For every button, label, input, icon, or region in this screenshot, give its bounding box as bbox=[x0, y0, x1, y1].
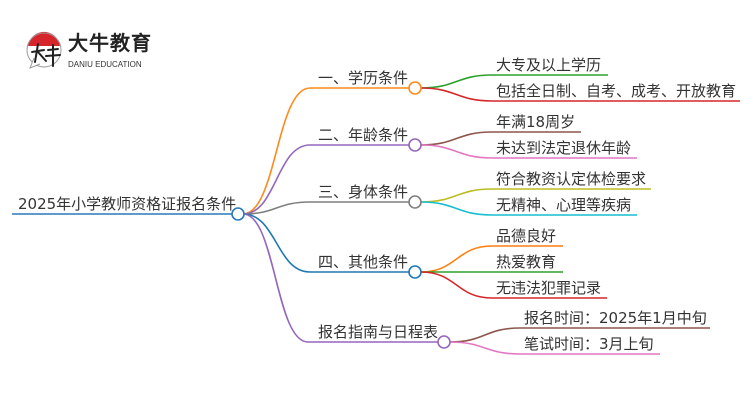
branch-connector bbox=[242, 144, 311, 215]
logo bbox=[22, 28, 66, 76]
root-node-toggle[interactable] bbox=[231, 207, 245, 221]
leaf-label[interactable]: 大专及以上学历 bbox=[496, 56, 602, 74]
root-node-label[interactable]: 2025年小学教师资格证报名条件 bbox=[18, 195, 237, 213]
leaf-connector bbox=[420, 74, 493, 89]
leaf-label[interactable]: 包括全日制、自考、成考、开放教育 bbox=[496, 82, 737, 100]
leaf-label[interactable]: 无违法犯罪记录 bbox=[496, 279, 602, 297]
branch-label[interactable]: 二、年龄条件 bbox=[318, 126, 409, 144]
leaf-label[interactable]: 未达到法定退休年龄 bbox=[496, 139, 632, 157]
leaf-label[interactable]: 品德良好 bbox=[496, 227, 557, 245]
logo-subtitle: DANIU EDUCATION bbox=[68, 60, 142, 69]
leaf-connector bbox=[420, 245, 493, 273]
branch-label[interactable]: 一、学历条件 bbox=[318, 69, 409, 87]
leaf-connector bbox=[420, 131, 493, 146]
branch-connector bbox=[242, 87, 311, 215]
branch-label[interactable]: 四、其他条件 bbox=[318, 253, 409, 271]
branch-connector bbox=[242, 201, 311, 215]
branch-node-toggle[interactable] bbox=[408, 81, 422, 95]
logo-icon bbox=[26, 31, 62, 69]
leaf-connector bbox=[449, 341, 521, 355]
leaf-label[interactable]: 符合教资认定体检要求 bbox=[496, 170, 647, 188]
leaf-label[interactable]: 无精神、心理等疾病 bbox=[496, 196, 632, 214]
leaf-label[interactable]: 年满18周岁 bbox=[496, 113, 576, 131]
leaf-label[interactable]: 热爱教育 bbox=[496, 253, 557, 271]
branch-label[interactable]: 报名指南与日程表 bbox=[318, 323, 439, 341]
leaf-connector bbox=[420, 188, 493, 203]
leaf-connector bbox=[420, 144, 493, 159]
branch-node-toggle[interactable] bbox=[408, 195, 422, 209]
branch-node-toggle[interactable] bbox=[408, 138, 422, 152]
branch-node-toggle[interactable] bbox=[437, 335, 451, 349]
logo-name: 大牛教育 bbox=[68, 31, 152, 55]
branch-node-toggle[interactable] bbox=[408, 265, 422, 279]
leaf-label[interactable]: 笔试时间：3月上旬 bbox=[524, 335, 654, 353]
branch-label[interactable]: 三、身体条件 bbox=[318, 183, 409, 201]
leaf-label[interactable]: 报名时间：2025年1月中旬 bbox=[524, 309, 707, 327]
leaf-connector bbox=[420, 271, 493, 299]
leaf-connector bbox=[420, 87, 493, 102]
branch-connector bbox=[242, 213, 311, 273]
branch-connector bbox=[242, 213, 309, 343]
leaf-connector bbox=[449, 327, 521, 343]
leaf-connector bbox=[420, 201, 493, 216]
